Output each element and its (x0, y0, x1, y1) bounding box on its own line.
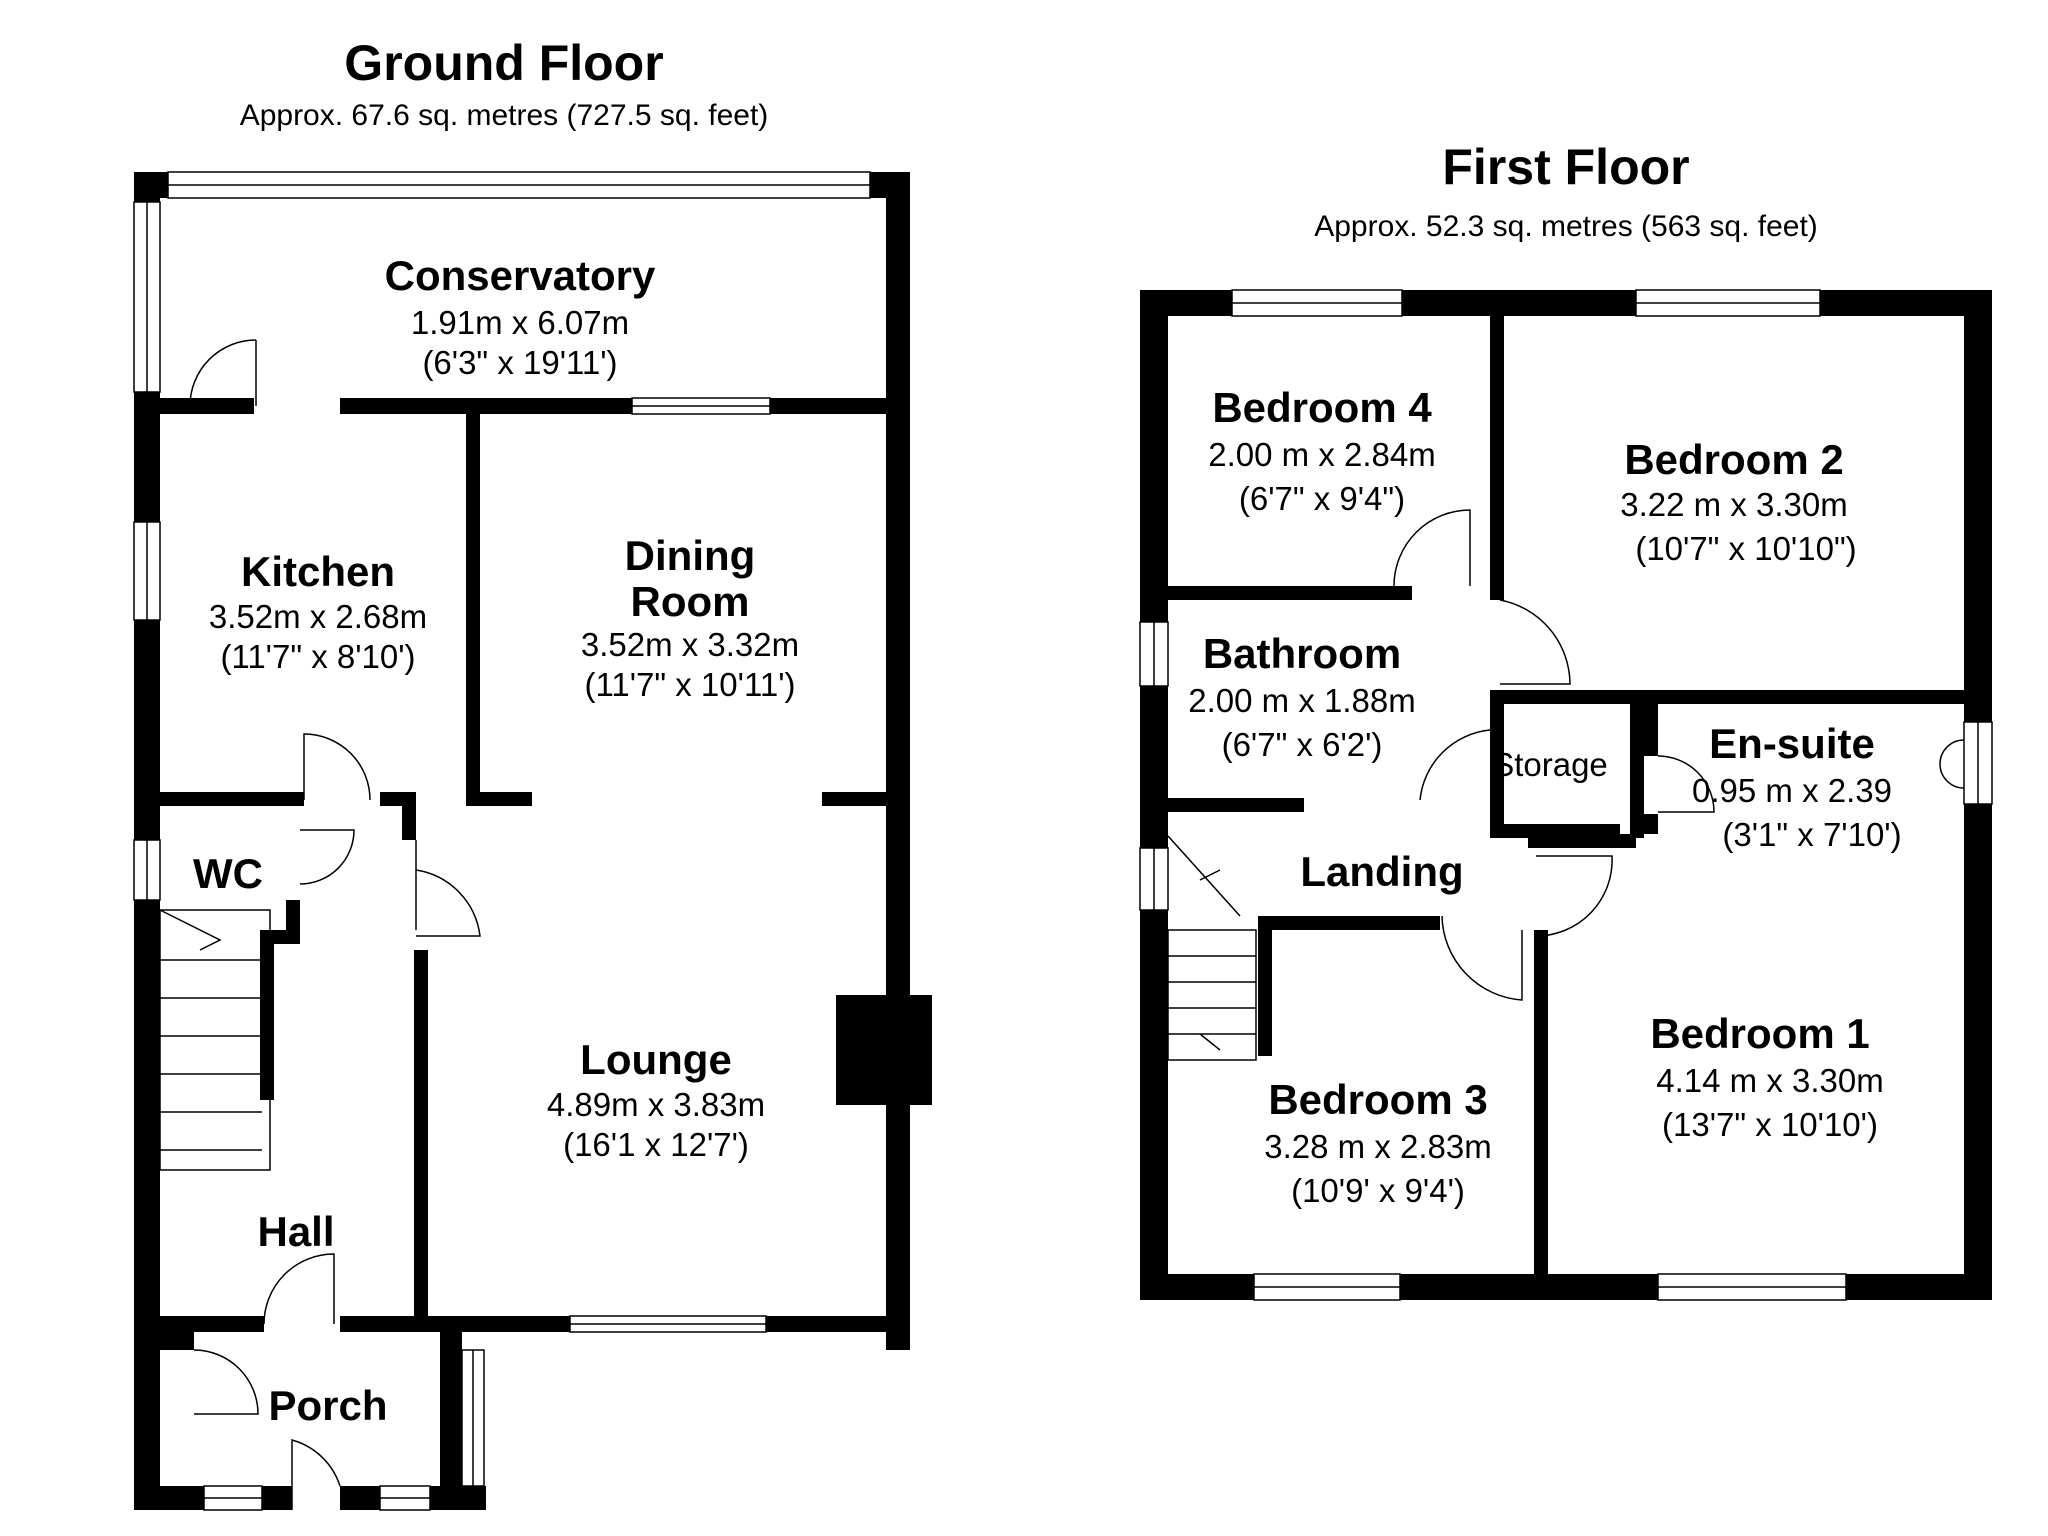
dining-room-label-line1: Dining (625, 532, 756, 579)
en-suite-label: En-suite (1709, 720, 1875, 767)
first-floor-room-labels: Bedroom 4 2.00 m x 2.84m (6'7" x 9'4") B… (1188, 384, 1901, 1209)
dining-room-metric: 3.52m x 3.32m (581, 626, 799, 663)
bedroom-4-imperial: (6'7" x 9'4") (1239, 480, 1405, 517)
porch-label: Porch (268, 1382, 387, 1429)
first-floor-title: First Floor (1442, 139, 1689, 195)
hall-label: Hall (257, 1208, 334, 1255)
bedroom-3-metric: 3.28 m x 2.83m (1264, 1128, 1491, 1165)
lounge-metric: 4.89m x 3.83m (547, 1086, 765, 1123)
first-floor-windows (1139, 289, 1993, 1301)
bedroom-2-label: Bedroom 2 (1624, 436, 1843, 483)
bedroom-3-label: Bedroom 3 (1268, 1076, 1487, 1123)
conservatory-imperial: (6'3" x 19'11') (422, 344, 617, 381)
storage-label: Storage (1492, 746, 1608, 783)
first-floor-plan: First Floor Approx. 52.3 sq. metres (563… (1139, 139, 1993, 1301)
landing-label: Landing (1300, 848, 1463, 895)
kitchen-metric: 3.52m x 2.68m (209, 598, 427, 635)
ground-floor-doors (189, 339, 481, 1510)
ground-floor-walls (134, 172, 932, 1510)
ground-floor-windows (133, 171, 871, 1511)
ground-floor-room-labels: Conservatory 1.91m x 6.07m (6'3" x 19'11… (193, 252, 799, 1429)
ground-floor-area: Approx. 67.6 sq. metres (727.5 sq. feet) (240, 99, 769, 132)
kitchen-label: Kitchen (241, 548, 395, 595)
bedroom-4-label: Bedroom 4 (1212, 384, 1432, 431)
ground-floor-stairs (159, 909, 271, 1171)
bedroom-4-metric: 2.00 m x 2.84m (1208, 436, 1435, 473)
bedroom-1-metric: 4.14 m x 3.30m (1656, 1062, 1883, 1099)
first-floor-stairs (1167, 835, 1257, 1061)
bedroom-2-imperial: (10'7" x 10'10") (1635, 530, 1856, 567)
ground-floor-title: Ground Floor (344, 35, 663, 91)
dining-room-label-line2: Room (631, 578, 750, 625)
bathroom-label: Bathroom (1203, 630, 1401, 677)
bedroom-1-imperial: (13'7" x 10'10') (1662, 1106, 1878, 1143)
conservatory-label: Conservatory (385, 252, 656, 299)
bathroom-metric: 2.00 m x 1.88m (1188, 682, 1415, 719)
first-floor-walls (1140, 290, 1992, 1300)
lounge-imperial: (16'1 x 12'7') (563, 1126, 749, 1163)
bathroom-imperial: (6'7" x 6'2') (1222, 726, 1383, 763)
dining-room-imperial: (11'7" x 10'11') (584, 666, 795, 703)
ground-floor-plan: Ground Floor Approx. 67.6 sq. metres (72… (133, 35, 932, 1511)
bedroom-3-imperial: (10'9' x 9'4') (1291, 1172, 1465, 1209)
en-suite-imperial: (3'1" x 7'10') (1722, 816, 1901, 853)
bedroom-1-label: Bedroom 1 (1650, 1010, 1869, 1057)
lounge-label: Lounge (580, 1036, 732, 1083)
wc-label: WC (193, 850, 263, 897)
en-suite-metric: 0.95 m x 2.39 (1692, 772, 1892, 809)
bedroom-2-metric: 3.22 m x 3.30m (1620, 486, 1847, 523)
kitchen-imperial: (11'7" x 8'10') (220, 638, 415, 675)
first-floor-area: Approx. 52.3 sq. metres (563 sq. feet) (1314, 210, 1818, 243)
conservatory-metric: 1.91m x 6.07m (411, 304, 629, 341)
first-floor-doors (1393, 509, 1965, 1001)
